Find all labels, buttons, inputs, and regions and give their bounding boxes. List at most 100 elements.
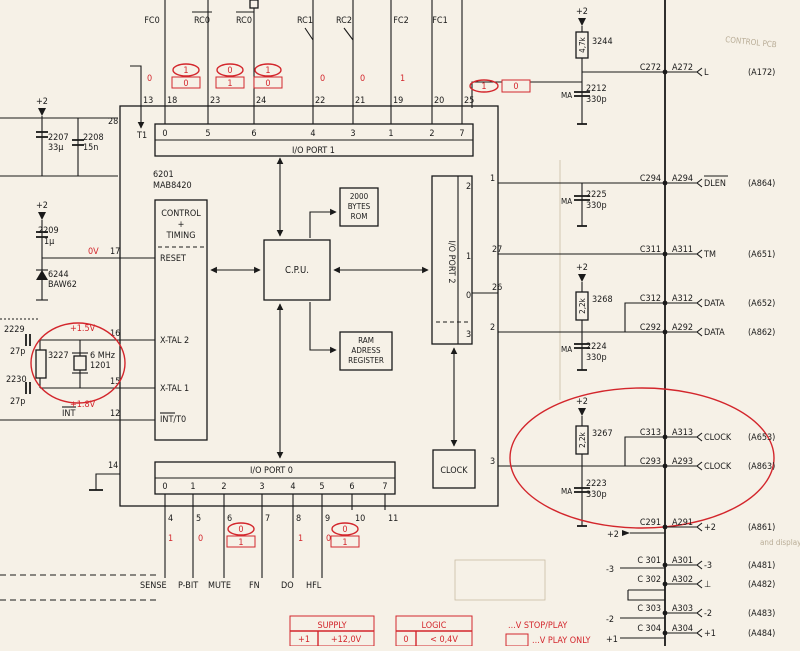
connector-a-ref: A303 [672, 604, 693, 614]
d6244-value: BAW62 [48, 280, 77, 290]
connector-c-ref: C294 [640, 174, 661, 184]
connector-c-ref: C 301 [637, 556, 661, 566]
pin-28: 28 [108, 117, 118, 127]
bg-text-pcb: CONTROL PCB [725, 35, 777, 49]
connector-signal: -3 [704, 561, 712, 571]
c2212-ref: 2212 [586, 84, 607, 94]
rom-block: 2000 BYTES ROM [339, 187, 379, 227]
highlight-crystal [30, 322, 126, 404]
connector-signal: CLOCK [704, 433, 732, 443]
logic-stop-value: 0 [342, 525, 347, 535]
connector-a-ref: A302 [672, 575, 693, 585]
pin-17: 17 [110, 247, 120, 257]
c2229-ref: 2229 [4, 325, 25, 335]
logic-level: 0 [198, 534, 203, 544]
c2208-value: 15n [83, 143, 98, 153]
connector-signal: ⊥ [704, 580, 711, 590]
legend-supply-plus1: +1 [298, 635, 310, 645]
port0-pin-number: 9 [325, 514, 330, 524]
control-pins: 17 0V 16 15 12 INT [0, 247, 155, 421]
port0-bit: 6 [349, 482, 354, 492]
port0-pin-number: 4 [168, 514, 173, 524]
io-port-0-label: I/O PORT 0 [250, 466, 293, 476]
port1-bit: 3 [350, 129, 355, 139]
logic-play-value: 1 [227, 79, 232, 89]
connector-c-ref: C 303 [637, 604, 661, 614]
connector-c-ref: C272 [640, 63, 661, 73]
connector-signal: DATA [704, 299, 725, 309]
c2224-ref: 2224 [586, 342, 607, 352]
rail-minus3: -3 [606, 565, 614, 575]
port2-pin-1: 1 [490, 174, 495, 184]
port2-bit-2: 2 [466, 182, 471, 192]
port2-bit-1: 1 [466, 252, 471, 262]
top-signal-label: RC0 [194, 16, 210, 26]
connector-ref: (A862) [748, 328, 775, 338]
r3268-value: 2,2k [578, 297, 587, 313]
reset-label: RESET [160, 254, 186, 264]
connector-ref: (A864) [748, 179, 775, 189]
logic-play-value: 1 [238, 538, 243, 548]
logic-level: 0 [320, 74, 325, 84]
connector-a-ref: A294 [672, 174, 693, 184]
connector-a-ref: A313 [672, 428, 693, 438]
top-pin-number: 24 [256, 96, 266, 106]
top-pin-number: 23 [210, 96, 220, 106]
voltage-1-8v: +1.8V [70, 400, 96, 410]
top-signal-label: RC0 [236, 16, 252, 26]
top-signal-label: FC0 [144, 16, 159, 26]
pin-t1: T1 [136, 131, 147, 141]
c2209-value: 1µ [44, 237, 54, 247]
ram-adress: ADRESS [351, 346, 381, 355]
port0-bit: 4 [290, 482, 295, 492]
x1201-value: 6 MHz [90, 351, 115, 361]
r3244-plus2: +2 [576, 7, 588, 17]
c2208-ref: 2208 [83, 133, 104, 143]
rom-bytes: BYTES [348, 202, 371, 211]
crystal-section: 2229 27p 2230 27p 3227 6 MHz 1201 +1.5V … [4, 322, 126, 410]
connector-signal: TM [703, 250, 716, 260]
control-plus: + [178, 220, 185, 230]
c2225-ref: 2225 [586, 190, 607, 200]
ma-2223: MA [561, 487, 572, 496]
port0-bit: 3 [259, 482, 264, 492]
ram-block: RAM ADRESS REGISTER [339, 331, 393, 371]
port1-bit: 1 [388, 129, 393, 139]
port0-bit: 0 [162, 482, 167, 492]
pin-15: 15 [110, 377, 120, 387]
rail-minus2: -2 [606, 615, 614, 625]
connector-signal: DLEN [704, 179, 726, 189]
legend-logic-0: 0 [403, 635, 408, 645]
top-signal-label: RC1 [297, 16, 313, 26]
logic-level: 0 [326, 534, 331, 544]
bottom-signal-label: FN [249, 581, 260, 591]
connector-a-ref: A312 [672, 294, 693, 304]
port2-bit-3: 3 [466, 330, 471, 340]
port0-pin-number: 8 [296, 514, 301, 524]
connector-c-ref: C313 [640, 428, 661, 438]
connector-a-ref: A291 [672, 518, 693, 528]
connector-c-ref: C311 [640, 245, 661, 255]
top-pin-number: 18 [167, 96, 177, 106]
r3268-plus2: +2 [576, 263, 588, 273]
logic-play-value: 0 [265, 79, 270, 89]
bottom-signal-label: P-BIT [178, 581, 198, 591]
connector-signal: DATA [704, 328, 725, 338]
c2230-value: 27p [10, 397, 25, 407]
port0-bit: 1 [190, 482, 195, 492]
bottom-signal-label: DO [281, 581, 294, 591]
port0-bit: 2 [221, 482, 226, 492]
port2-pin-26: 26 [492, 283, 502, 293]
r3244-ref: 3244 [592, 37, 613, 47]
legend: SUPPLY +1 +12,0V LOGIC 0 < 0,4V ...V STO… [289, 615, 591, 647]
ma-2212: MA [561, 91, 572, 100]
connector-signal: +1 [704, 629, 716, 639]
connector-ref: (A863) [748, 462, 775, 472]
connector-c-ref: C312 [640, 294, 661, 304]
connector-ref: (A483) [748, 609, 775, 619]
int-signal: INT [62, 409, 75, 419]
